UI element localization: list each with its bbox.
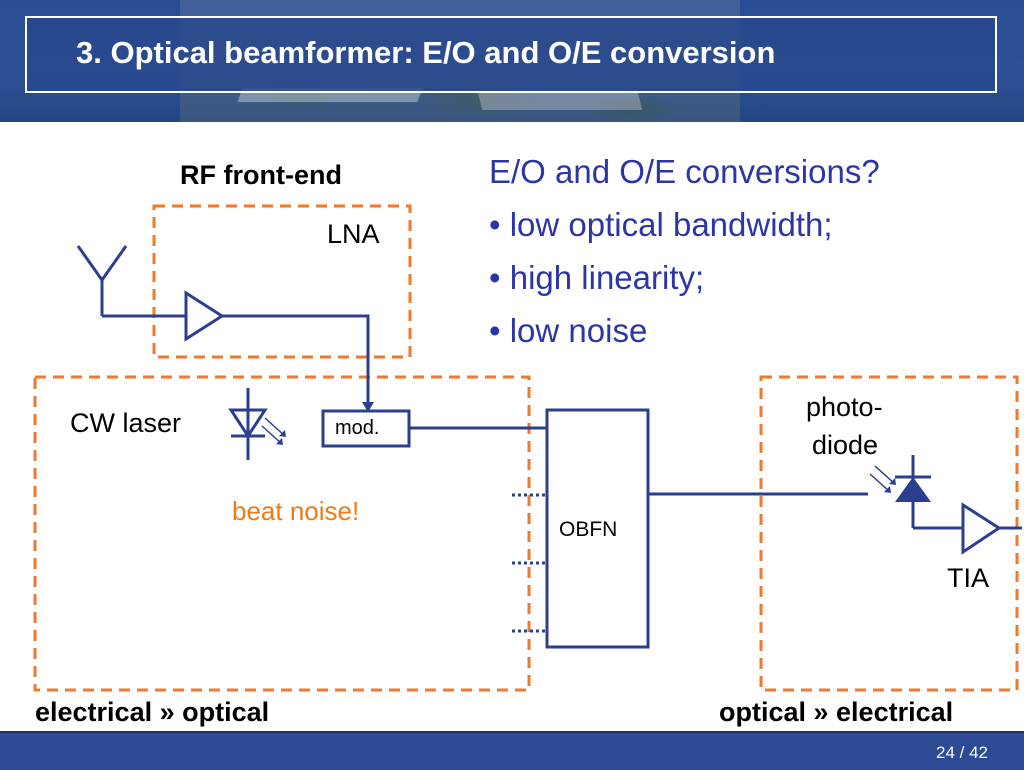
slide-footer: 24 / 42 <box>0 731 1024 770</box>
antenna-icon <box>76 245 186 318</box>
eo-conversion-label: electrical » optical <box>35 697 270 727</box>
slide-header: 3. Optical beamformer: E/O and O/E conve… <box>0 0 1024 122</box>
lna-output-line <box>222 314 370 405</box>
cw-laser-label: CW laser <box>70 408 182 438</box>
photodiode-label-line2: diode <box>812 430 879 460</box>
obfn-box <box>545 408 650 649</box>
tia-label: TIA <box>947 563 990 593</box>
oe-conversion-box <box>759 375 1019 692</box>
oe-conversion-label: optical » electrical <box>719 697 954 727</box>
page-number: 24 / 42 <box>936 743 988 762</box>
photodiode-label-line1: photo- <box>806 392 883 422</box>
arrow-down-icon <box>362 402 374 412</box>
slide-title: 3. Optical beamformer: E/O and O/E conve… <box>76 35 776 70</box>
laser-diode-icon <box>228 388 286 460</box>
bullet-item: • low optical bandwidth; <box>489 206 833 243</box>
rf-frontend-label: RF front-end <box>180 160 342 190</box>
lna-amplifier-icon <box>184 290 225 342</box>
bullets-heading: E/O and O/E conversions? <box>489 153 880 190</box>
mod-label: mod. <box>335 417 380 439</box>
eo-conversion-box <box>33 375 531 692</box>
photodiode-icon <box>869 455 931 528</box>
obfn-label: OBFN <box>559 518 618 541</box>
lna-label: LNA <box>327 219 380 249</box>
tia-amplifier-icon <box>961 502 1002 555</box>
bullet-item: • low noise <box>489 312 648 349</box>
bullet-item: • high linearity; <box>489 259 705 296</box>
modulator-box <box>321 409 411 448</box>
rf-frontend-box <box>152 204 412 359</box>
beat-noise-label: beat noise! <box>232 496 360 526</box>
title-box <box>25 16 997 93</box>
